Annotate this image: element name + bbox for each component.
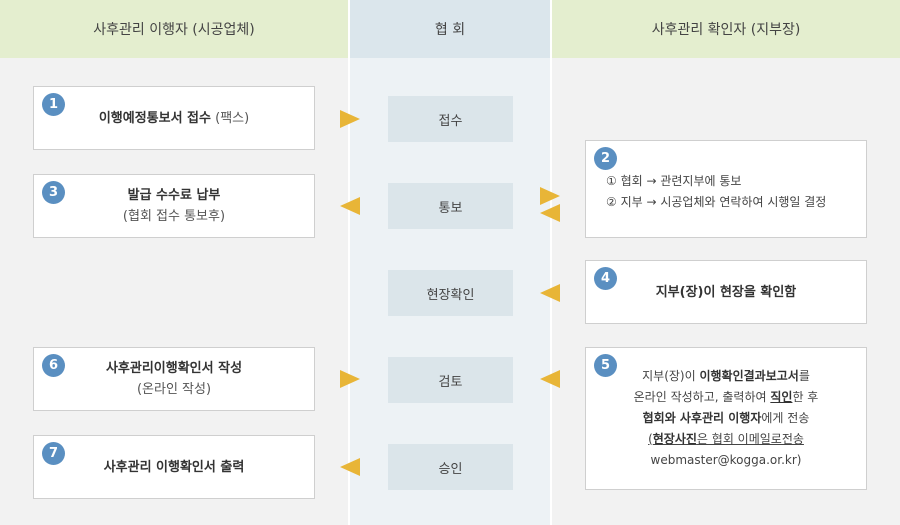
step-6-title: 사후관리이행확인서 작성 — [105, 361, 243, 376]
arrow-right-icon — [340, 110, 360, 128]
step-7-title: 사후관리 이행확인서 출력 — [103, 459, 245, 475]
mid-receipt: 접수 — [388, 96, 513, 142]
mid-site-check: 현장확인 — [388, 270, 513, 316]
step-5-site-photos: 현장사진 — [652, 432, 697, 446]
step-2-line-1: ① 협회 → 관련지부에 통보 — [606, 174, 742, 188]
step-2-number: 2 — [594, 147, 617, 170]
step-4-number: 4 — [594, 267, 617, 290]
header-association: 협 회 — [350, 0, 550, 58]
header-confirmer: 사후관리 확인자 (지부장) — [552, 0, 900, 58]
step-5-text: 온라인 작성하고, 출력하여 — [633, 390, 771, 404]
step-3-sub: (협회 접수 통보후) — [122, 209, 226, 224]
header-implementer: 사후관리 이행자 (시공업체) — [0, 0, 348, 58]
step-6-sub: (온라인 작성) — [136, 382, 212, 397]
step-1-extra: (팩스) — [210, 110, 250, 126]
step-1-title: 이행예정통보서 접수 — [98, 110, 211, 126]
mid-notify: 통보 — [388, 183, 513, 229]
step-6-box: 6 사후관리이행확인서 작성 (온라인 작성) — [33, 347, 315, 411]
step-6-number: 6 — [42, 354, 65, 377]
step-5-box: 5 지부(장)이 이행확인결과보고서를 온라인 작성하고, 출력하여 직인한 후… — [585, 347, 867, 490]
arrow-left-icon — [340, 197, 360, 215]
step-7-box: 7 사후관리 이행확인서 출력 — [33, 435, 315, 499]
step-5-text: ( — [648, 432, 653, 446]
step-5-text: 를 — [798, 369, 810, 383]
arrow-right-icon — [540, 187, 560, 205]
arrow-left-icon — [340, 458, 360, 476]
arrow-left-icon — [540, 204, 560, 222]
step-3-title: 발급 수수료 납부 — [127, 188, 221, 203]
arrow-left-icon — [540, 370, 560, 388]
step-5-report-name: 이행확인결과보고서 — [699, 369, 799, 383]
step-1-box: 1 이행예정통보서 접수 (팩스) — [33, 86, 315, 150]
step-2-box: 2 ① 협회 → 관련지부에 통보 ② 지부 → 시공업체와 연락하여 시행일 … — [585, 140, 867, 238]
step-5-seal: 직인 — [770, 390, 793, 404]
step-5-text: 에게 전송 — [761, 411, 810, 425]
step-7-number: 7 — [42, 442, 65, 465]
step-4-box: 4 지부(장)이 현장을 확인함 — [585, 260, 867, 324]
step-2-line-2: ② 지부 → 시공업체와 연락하여 시행일 결정 — [606, 195, 827, 209]
step-5-text: 한 후 — [792, 390, 819, 404]
step-5-text: 지부(장)이 — [642, 369, 700, 383]
mid-review: 검토 — [388, 357, 513, 403]
step-1-number: 1 — [42, 93, 65, 116]
mid-approve: 승인 — [388, 444, 513, 490]
step-3-number: 3 — [42, 181, 65, 204]
arrow-right-icon — [340, 370, 360, 388]
step-5-recipients: 협회와 사후관리 이행자 — [642, 411, 762, 425]
step-5-text: 은 협회 이메일로전송 — [696, 432, 804, 446]
arrow-left-icon — [540, 284, 560, 302]
step-3-box: 3 발급 수수료 납부 (협회 접수 통보후) — [33, 174, 315, 238]
step-5-number: 5 — [594, 354, 617, 377]
step-5-email: webmaster@kogga.or.kr) — [650, 453, 802, 467]
step-4-title: 지부(장)이 현장을 확인함 — [655, 284, 797, 300]
